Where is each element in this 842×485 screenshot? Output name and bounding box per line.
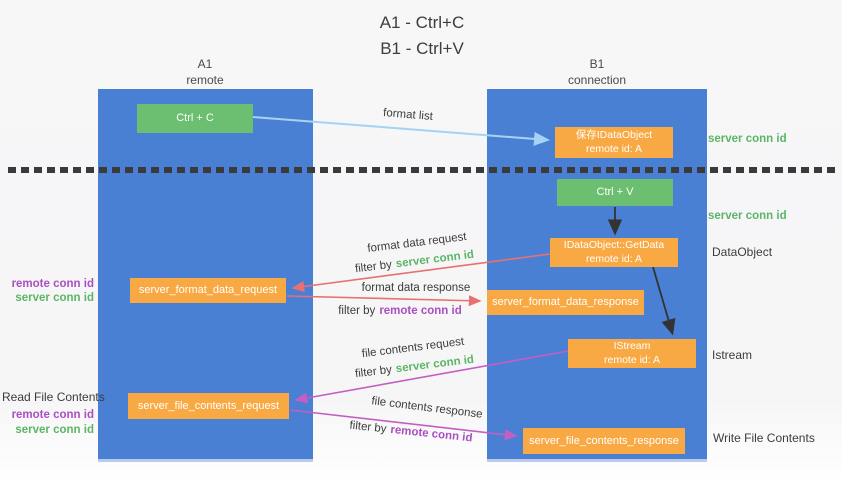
- label-server-conn-id-right-top: server conn id: [708, 133, 787, 145]
- label-server-conn-id-left-1: server conn id: [15, 292, 94, 304]
- label-file-contents-response: file contents response: [370, 395, 484, 421]
- label-remote-conn-id-left-1: remote conn id: [11, 278, 94, 290]
- label-istream: Istream: [712, 348, 753, 362]
- diagram-title: A1 - Ctrl+C B1 - Ctrl+V: [332, 10, 512, 61]
- node-save-idataobject: 保存IDataObject remote id: A: [555, 127, 673, 158]
- label-read-file-contents: Read File Contents: [2, 390, 105, 404]
- label-server-conn-id-right-mid: server conn id: [708, 210, 787, 222]
- node-server-file-contents-response: server_file_contents_response: [523, 428, 685, 454]
- node-ctrl-c: Ctrl + C: [137, 104, 253, 133]
- node-idataobject-getdata: IDataObject::GetData remote id: A: [550, 238, 678, 267]
- node-server-format-data-response: server_format_data_response: [487, 290, 644, 315]
- label-write-file-contents: Write File Contents: [713, 431, 815, 445]
- node-istream: IStream remote id: A: [568, 339, 696, 368]
- label-format-data-response: format data response: [361, 282, 471, 294]
- node-server-file-contents-request: server_file_contents_request: [128, 393, 289, 419]
- arrow-format-data-response: [286, 295, 482, 307]
- label-server-conn-id-left-2: server conn id: [15, 424, 94, 436]
- lane-header-a1: A1 remote: [186, 57, 224, 87]
- title-line-2: B1 - Ctrl+V: [380, 38, 464, 58]
- lane-header-b1: B1 connection: [567, 57, 627, 87]
- label-format-list: format list: [382, 107, 434, 123]
- title-line-1: A1 - Ctrl+C: [379, 13, 465, 32]
- node-ctrl-v: Ctrl + V: [557, 179, 673, 206]
- machine-boundary-separator: [8, 167, 836, 173]
- label-remote-conn-id-left-2: remote conn id: [11, 409, 94, 421]
- label-dataobject: DataObject: [712, 245, 773, 259]
- node-server-format-data-request: server_format_data_request: [130, 278, 286, 303]
